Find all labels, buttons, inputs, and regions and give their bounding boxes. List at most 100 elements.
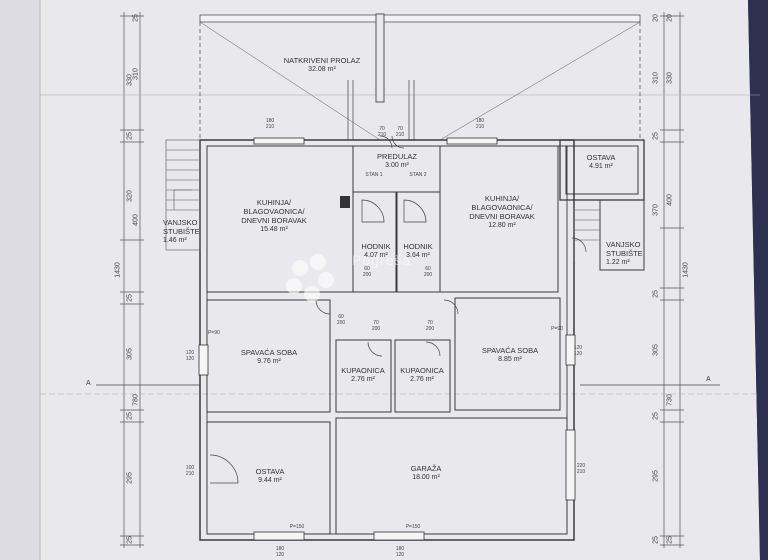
- room-predulaz: PREDULAZ 3.00 m²: [377, 152, 417, 170]
- p90-left-label: P=90: [208, 330, 220, 336]
- room-hodnik-1: HODNIK 4.07 m²: [361, 242, 390, 260]
- dim-left-0: 310: [132, 68, 140, 80]
- watermark-logo: [286, 254, 334, 302]
- room-garaza: GARAŽA 18.00 m²: [411, 464, 442, 482]
- room-name: KUHINJA/ BLAGOVAONICA/ DNEVNI BORAVAK: [241, 198, 307, 225]
- room-spavaca-soba-1: SPAVAĆA SOBA 9.76 m²: [241, 348, 297, 366]
- dim-left-3: 320: [126, 190, 134, 202]
- room-name: KUPAONICA: [400, 366, 444, 375]
- stairs-right: [573, 200, 600, 262]
- storage-top-right: [559, 139, 645, 271]
- paper-edge-shadow: [748, 0, 768, 560]
- room-name: GARAŽA: [410, 464, 442, 473]
- room-area: 4.07 m²: [364, 252, 388, 259]
- room-area: 8.85 m²: [498, 356, 522, 363]
- dim-overall-right: 1430: [682, 262, 690, 278]
- room-ostava-bottom: OSTAVA 9.44 m²: [256, 467, 285, 485]
- room-area: 9.76 m²: [257, 358, 281, 365]
- room-area: 32.08 m²: [308, 66, 336, 73]
- room-area: 12.80 m²: [488, 222, 516, 229]
- room-vanjsko-stubiste-2: VANJSKO STUBIŠTE 1.22 m²: [606, 240, 650, 267]
- dim-left-6: 295: [126, 472, 134, 484]
- dim-left-25b: 25: [126, 294, 134, 302]
- room-name: OSTAVA: [586, 153, 616, 162]
- room-ostava-top: OSTAVA 4.91 m²: [587, 153, 616, 171]
- room-name: SPAVAĆA SOBA: [240, 348, 298, 357]
- room-area: 3.00 m²: [385, 162, 409, 169]
- room-area: 18.00 m²: [412, 474, 440, 481]
- room-area: 9.44 m²: [258, 477, 282, 484]
- dim-left-25d: 25: [126, 536, 134, 544]
- section-mark-left: A: [86, 380, 91, 387]
- room-name: HODNIK: [403, 242, 433, 251]
- room-kuhinja-1: KUHINJA/ BLAGOVAONICA/ DNEVNI BORAVAK 15…: [234, 198, 314, 234]
- dim-right-20b: 20: [666, 14, 674, 22]
- room-name: KUPAONICA: [341, 366, 385, 375]
- dim-left-4: 305: [126, 348, 134, 360]
- section-mark-right: A: [706, 376, 711, 383]
- right-dimension-lines: [660, 12, 684, 548]
- covered-passage: [199, 13, 641, 141]
- dim-left-5: 780: [132, 394, 140, 406]
- dim-overall-left: 1430: [114, 262, 122, 278]
- room-name: KUHINJA/ BLAGOVAONICA/ DNEVNI BORAVAK: [469, 194, 535, 221]
- room-kupaonica-1: KUPAONICA 2.76 m²: [341, 366, 385, 384]
- room-area: 2.76 m²: [351, 376, 375, 383]
- paper-left-margin: [0, 0, 40, 560]
- stairs-left: [165, 139, 201, 251]
- room-name: NATKRIVENI PROLAZ: [283, 56, 361, 65]
- dim-right-5: 730: [666, 394, 674, 406]
- window-label-ostava: P=150: [289, 524, 305, 530]
- dim-right-3: 400: [666, 194, 674, 206]
- windows: [198, 137, 576, 541]
- stan-2-label: STAN 2: [409, 172, 427, 178]
- dim-right-4: 305: [652, 344, 660, 356]
- dim-right-20a: 20: [652, 14, 660, 22]
- dim-right-25c: 25: [652, 412, 660, 420]
- dim-right-25a: 25: [652, 132, 660, 140]
- dim-left-25c: 25: [126, 412, 134, 420]
- room-name: HODNIK: [361, 242, 391, 251]
- dim-right-6: 295: [652, 470, 660, 482]
- dim-left-25e: 25: [132, 14, 140, 22]
- room-area: 1.46 m²: [163, 237, 187, 244]
- door-swings: [209, 135, 587, 484]
- room-area: 1.22 m²: [606, 259, 630, 266]
- dim-right-25d: 25: [652, 536, 660, 544]
- room-name: PREDULAZ: [376, 152, 418, 161]
- dim-left-2: 400: [132, 214, 140, 226]
- room-name: VANJSKO STUBIŠTE: [606, 240, 643, 258]
- dim-right-25b: 25: [652, 290, 660, 298]
- chimney-mark: [340, 196, 350, 208]
- dim-right-25e: 25: [666, 536, 674, 544]
- room-kupaonica-2: KUPAONICA 2.76 m²: [400, 366, 444, 384]
- room-area: 15.48 m²: [260, 226, 288, 233]
- window-label-garaza: P=150: [405, 524, 421, 530]
- dim-right-0: 310: [652, 72, 660, 84]
- dim-right-1: 330: [666, 72, 674, 84]
- room-area: 4.91 m²: [589, 163, 613, 170]
- room-area: 2.76 m²: [410, 376, 434, 383]
- room-name: VANJSKO STUBIŠTE: [163, 218, 200, 236]
- dim-left-25a: 25: [126, 132, 134, 140]
- room-spavaca-soba-2: SPAVAĆA SOBA 8.85 m²: [482, 346, 538, 364]
- dim-right-2: 370: [652, 204, 660, 216]
- watermark-text: Pogreša: [352, 252, 412, 268]
- room-vanjsko-stubiste-1: VANJSKO STUBIŠTE 1.46 m²: [163, 218, 207, 245]
- p90-right-label: P=90: [551, 326, 563, 332]
